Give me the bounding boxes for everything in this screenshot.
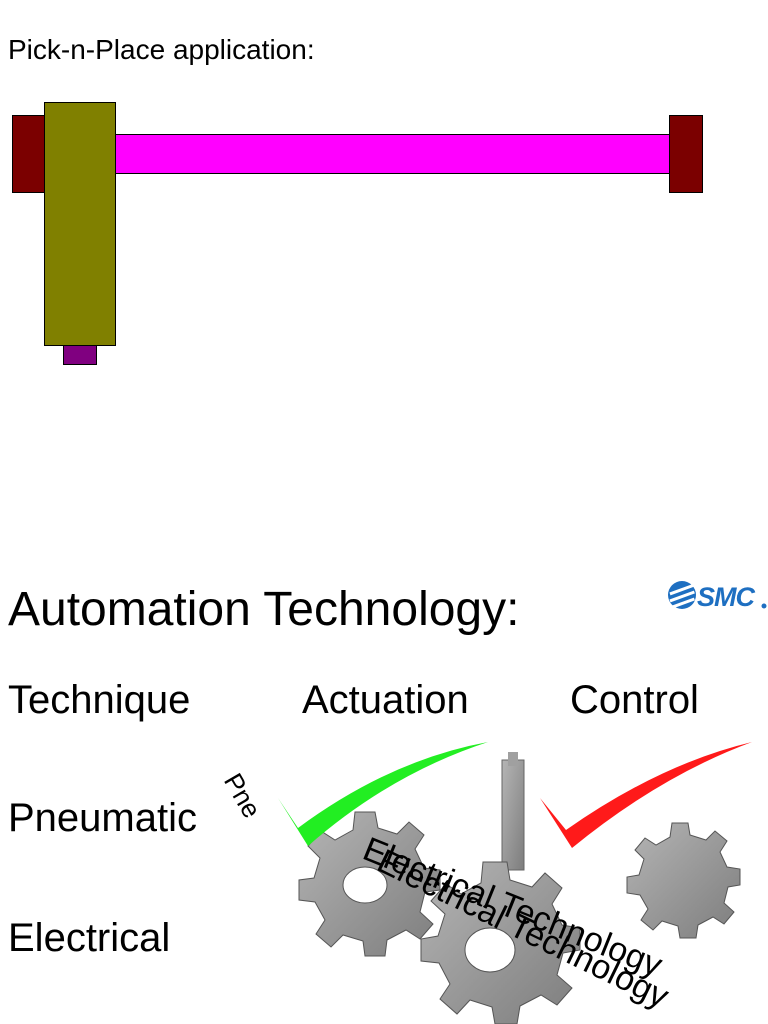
carriage (44, 102, 116, 346)
column-heading-actuation: Actuation (302, 678, 469, 722)
check-mark-icon (540, 742, 752, 848)
row-label-electrical: Electrical (8, 916, 171, 960)
smc-logo-mark (668, 581, 696, 610)
row-label-pneumatic: Pneumatic (8, 796, 197, 840)
left-end-stop (12, 115, 46, 193)
gear-icon (298, 811, 441, 957)
gears-illustration (278, 742, 752, 1024)
slide-title: Automation Technology: (8, 583, 520, 636)
column-heading-control: Control (570, 678, 699, 722)
gear-icon (626, 822, 741, 939)
gear-icon (420, 861, 581, 1024)
right-end-stop (669, 115, 703, 193)
check-mark-icon (278, 742, 488, 846)
page-caption: Pick-n-Place application: (8, 34, 315, 65)
linear-rail (114, 134, 672, 174)
column-heading-technique: Technique (8, 678, 191, 722)
smc-logo: SMC (666, 576, 768, 614)
gripper (63, 345, 97, 365)
smc-logo-text: SMC (697, 582, 756, 612)
gear-bar-icon (501, 752, 525, 871)
